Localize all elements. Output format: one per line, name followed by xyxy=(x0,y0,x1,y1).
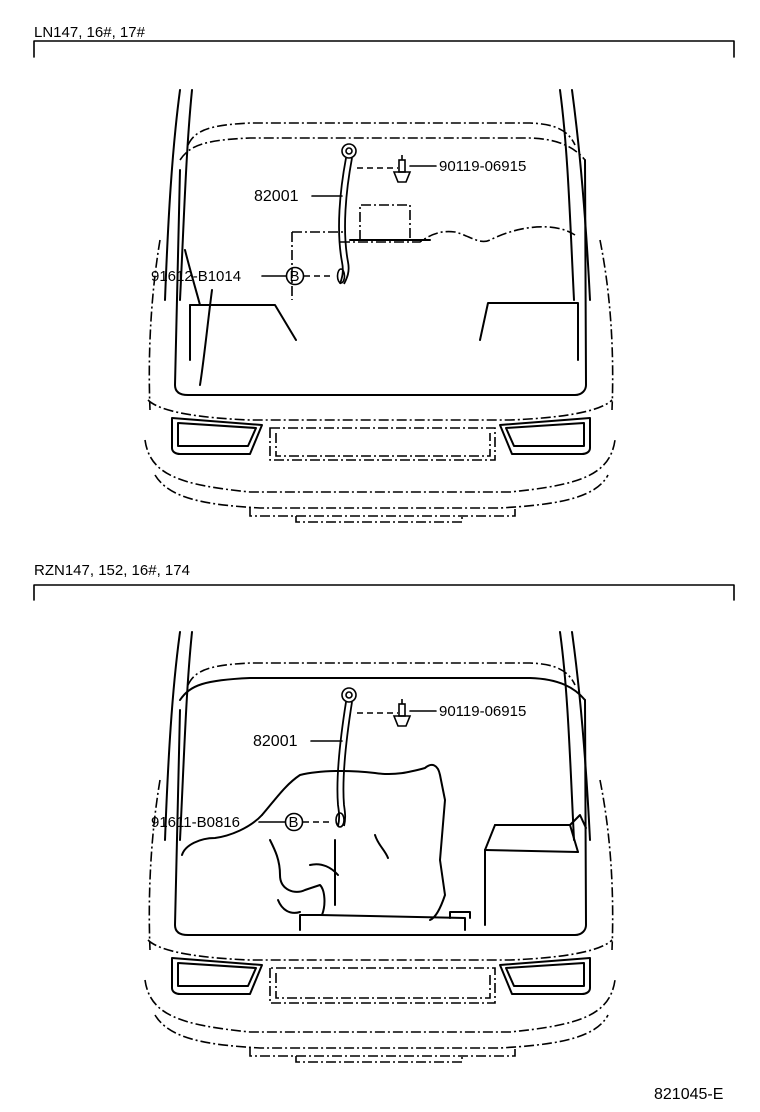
front-bumper xyxy=(144,439,616,493)
circle-b-letter-1: B xyxy=(290,268,300,285)
section-1: LN147, 16#, 17# xyxy=(33,24,735,523)
cable-part-number-1: 82001 xyxy=(254,188,299,205)
antenna-grommet-1 xyxy=(341,143,357,159)
grille-2 xyxy=(269,967,496,1004)
section-2-bracket xyxy=(33,584,735,601)
grille xyxy=(269,427,496,461)
cable-82001-2 xyxy=(336,701,347,827)
engine-bay-illustration-1: 90119-06915 82001 91612-B1014 B xyxy=(144,89,616,523)
cable-clip-2 xyxy=(335,812,345,828)
a-pillar-left xyxy=(164,89,181,301)
bolt-part-number-1: 90119-06915 xyxy=(439,158,526,175)
engine-bay-outline xyxy=(174,159,587,396)
headlight-right-2 xyxy=(499,957,591,995)
bolt-icon-2 xyxy=(392,699,412,727)
section-1-header: LN147, 16#, 17# xyxy=(34,24,146,41)
bolt-icon-1 xyxy=(392,155,412,183)
headlight-right xyxy=(499,417,591,455)
headlight-left xyxy=(171,417,263,455)
cable-82001-1 xyxy=(338,157,347,285)
cowl-line xyxy=(187,122,576,146)
fender-left xyxy=(148,239,161,411)
clamp-part-number-2: 91611-B0816 xyxy=(151,814,240,831)
section-2: RZN147, 152, 16#, 174 xyxy=(33,562,735,1063)
clamp-part-number-1: 91612-B1014 xyxy=(151,268,241,285)
headlight-left-2 xyxy=(171,957,263,995)
antenna-grommet-2 xyxy=(341,687,357,703)
bolt-part-number-2: 90119-06915 xyxy=(439,703,526,720)
section-1-bracket xyxy=(33,40,735,58)
fender-right xyxy=(599,239,614,411)
circle-b-letter-2: B xyxy=(289,814,299,831)
section-2-header: RZN147, 152, 16#, 174 xyxy=(34,562,190,579)
cable-part-number-2: 82001 xyxy=(253,733,298,750)
circle-b-marker-2 xyxy=(284,812,304,832)
hood-front-edge xyxy=(147,399,613,421)
engine-bay-illustration-2: 90119-06915 82001 91611-B0816 B xyxy=(144,631,616,1063)
a-pillar-right xyxy=(571,89,591,301)
figure-id: 821045-E xyxy=(654,1086,723,1103)
cable-clip-1 xyxy=(336,268,346,284)
circle-b-marker-1 xyxy=(285,266,305,286)
